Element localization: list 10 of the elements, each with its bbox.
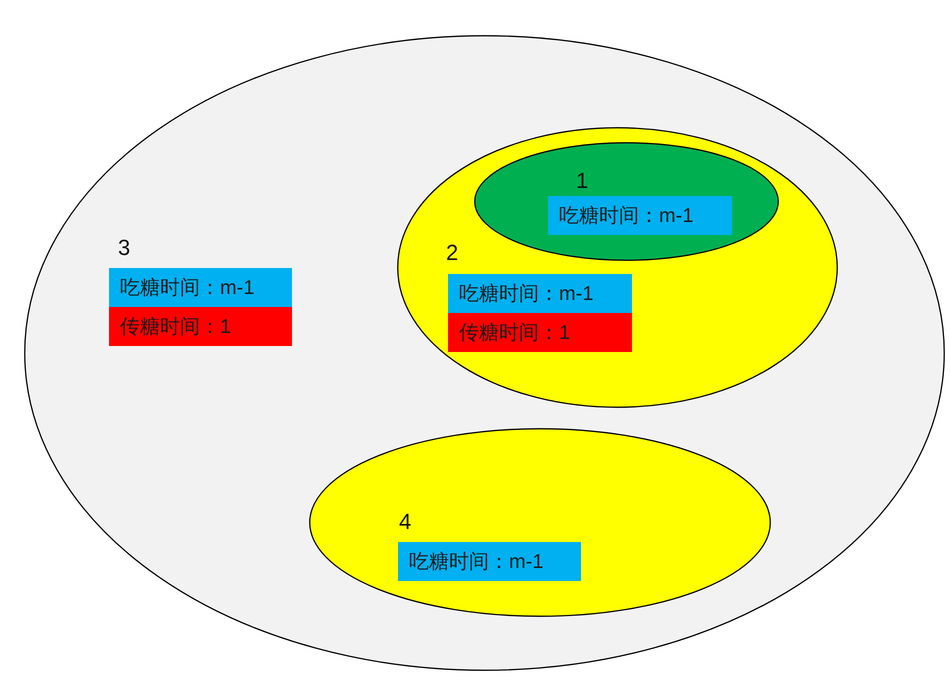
region-number: 1 (576, 170, 588, 192)
info-box: 吃糖时间：m-1 (548, 196, 732, 235)
region-number: 2 (446, 242, 458, 264)
info-box: 吃糖时间：m-1 (448, 274, 632, 313)
info-box: 吃糖时间：m-1 (398, 542, 581, 581)
info-box: 传糖时间：1 (109, 307, 292, 346)
region-number: 3 (118, 237, 130, 259)
info-box: 吃糖时间：m-1 (109, 268, 292, 307)
region-number: 4 (399, 511, 412, 533)
info-box: 传糖时间：1 (448, 313, 632, 352)
